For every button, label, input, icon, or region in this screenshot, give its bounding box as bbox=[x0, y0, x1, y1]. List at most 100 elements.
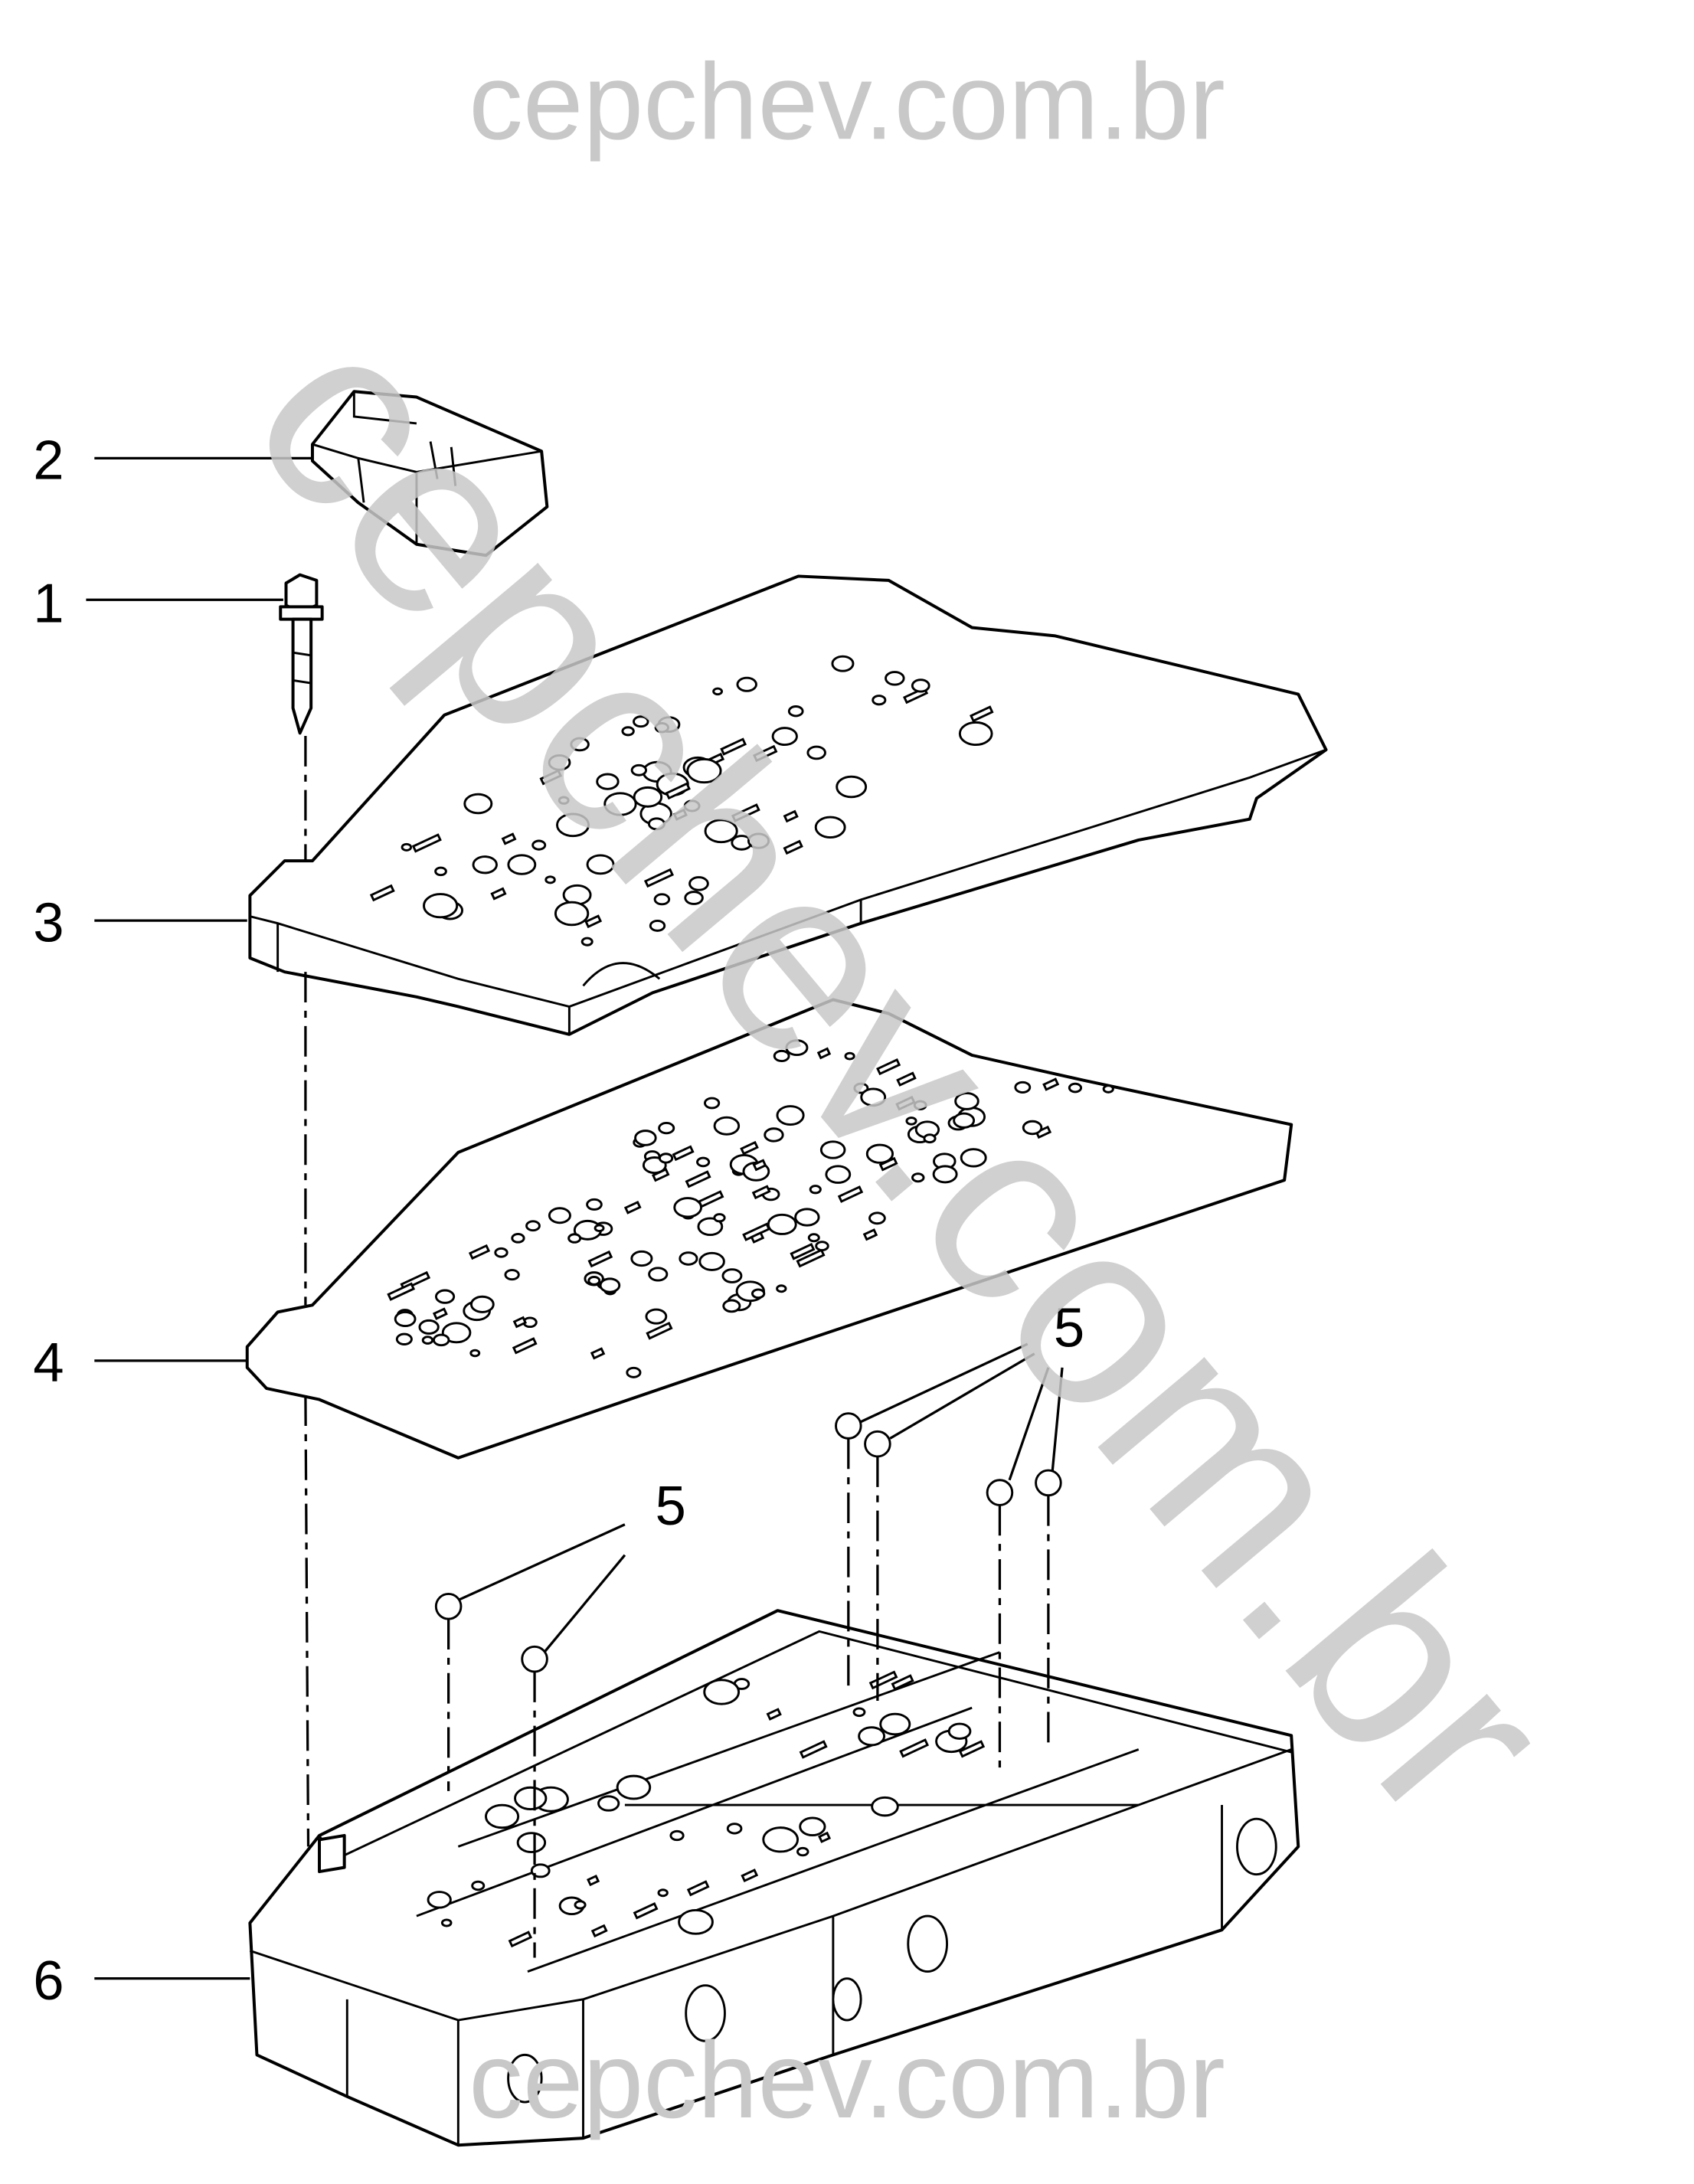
hole bbox=[647, 817, 666, 831]
hole bbox=[911, 1172, 925, 1183]
hole bbox=[558, 796, 570, 805]
hole bbox=[649, 919, 666, 932]
hole bbox=[633, 715, 649, 728]
hole bbox=[599, 1277, 621, 1293]
hole bbox=[597, 1795, 620, 1812]
hole bbox=[726, 1823, 743, 1835]
hole bbox=[697, 1217, 724, 1236]
hole bbox=[587, 1276, 601, 1286]
hole bbox=[514, 1786, 548, 1810]
hole bbox=[418, 1319, 440, 1335]
hole bbox=[633, 1901, 659, 1920]
hole bbox=[741, 1868, 759, 1883]
hole bbox=[872, 695, 887, 706]
alignment-lines-balls bbox=[447, 1438, 1050, 1958]
callout-5-right: 5 bbox=[1054, 1297, 1084, 1359]
hole bbox=[862, 1228, 878, 1241]
watermark-bottom: cepchev.com.br bbox=[469, 2019, 1225, 2140]
hole bbox=[953, 1112, 976, 1129]
hole bbox=[584, 914, 603, 929]
hole bbox=[713, 1213, 726, 1223]
hole bbox=[590, 1924, 608, 1938]
hole bbox=[825, 1165, 852, 1184]
hole bbox=[621, 726, 635, 737]
hole bbox=[525, 1220, 541, 1232]
hole bbox=[512, 1337, 538, 1355]
hole bbox=[659, 1152, 674, 1164]
watermark-diagonal: cepchev.com.br bbox=[197, 273, 1608, 1874]
hole bbox=[508, 1931, 533, 1948]
hole bbox=[653, 893, 671, 906]
hole bbox=[722, 1299, 741, 1313]
hole bbox=[658, 1121, 675, 1135]
hole bbox=[672, 808, 688, 821]
hole bbox=[960, 1148, 987, 1168]
hole bbox=[665, 782, 691, 800]
hole bbox=[630, 1250, 653, 1267]
hole bbox=[796, 1846, 809, 1857]
hole bbox=[865, 1143, 894, 1164]
hole bbox=[762, 1826, 800, 1853]
hole bbox=[783, 809, 799, 823]
hole bbox=[554, 901, 590, 927]
hole bbox=[507, 854, 537, 875]
hole bbox=[646, 1321, 673, 1340]
part-3-upper-valve-body bbox=[248, 574, 1328, 1036]
hole bbox=[787, 705, 804, 718]
hole bbox=[911, 678, 930, 693]
hole bbox=[548, 1207, 571, 1224]
hole bbox=[819, 1140, 846, 1159]
hole bbox=[1068, 1082, 1083, 1094]
hole bbox=[712, 687, 724, 696]
hole bbox=[836, 775, 868, 799]
hole bbox=[586, 1198, 603, 1211]
hole bbox=[501, 832, 517, 845]
hole bbox=[511, 1233, 525, 1244]
hole bbox=[411, 833, 442, 853]
hole bbox=[844, 1051, 855, 1061]
hole bbox=[713, 1116, 741, 1136]
hole bbox=[539, 769, 563, 786]
hole bbox=[913, 1100, 927, 1110]
hole bbox=[731, 803, 760, 822]
hole bbox=[672, 1145, 695, 1162]
hole bbox=[623, 1200, 642, 1215]
hole bbox=[504, 1269, 520, 1281]
hole bbox=[796, 1248, 826, 1268]
callout-3: 3 bbox=[33, 891, 64, 953]
hole bbox=[387, 1282, 416, 1301]
hole bbox=[469, 1349, 481, 1358]
hole bbox=[580, 937, 594, 947]
hole bbox=[645, 1308, 668, 1325]
hole bbox=[401, 842, 413, 852]
hole bbox=[648, 1267, 669, 1282]
hole bbox=[799, 1740, 828, 1759]
hole bbox=[440, 1918, 453, 1927]
hole bbox=[603, 792, 637, 816]
hole bbox=[878, 1156, 898, 1172]
hole bbox=[634, 1130, 657, 1146]
hole bbox=[441, 1322, 472, 1344]
part-6-lower-valve-body bbox=[248, 1609, 1300, 2147]
hole bbox=[740, 1140, 759, 1156]
hole bbox=[432, 1307, 448, 1320]
hole bbox=[858, 1726, 886, 1747]
callout-4: 4 bbox=[33, 1332, 64, 1394]
hole bbox=[657, 1888, 669, 1898]
hole bbox=[574, 1900, 587, 1910]
hole bbox=[516, 1832, 547, 1853]
hole bbox=[704, 1097, 721, 1110]
hole bbox=[556, 812, 590, 838]
hole bbox=[468, 1244, 491, 1260]
hole bbox=[751, 1185, 771, 1200]
hole bbox=[954, 1092, 979, 1110]
hole bbox=[590, 1347, 606, 1360]
hole bbox=[530, 1863, 551, 1878]
hole bbox=[686, 758, 722, 784]
part-2-cover bbox=[310, 390, 549, 557]
hole bbox=[678, 1909, 714, 1935]
hole bbox=[485, 1803, 520, 1829]
hole bbox=[891, 1674, 914, 1691]
hole bbox=[471, 1880, 486, 1891]
hole bbox=[868, 1211, 886, 1225]
